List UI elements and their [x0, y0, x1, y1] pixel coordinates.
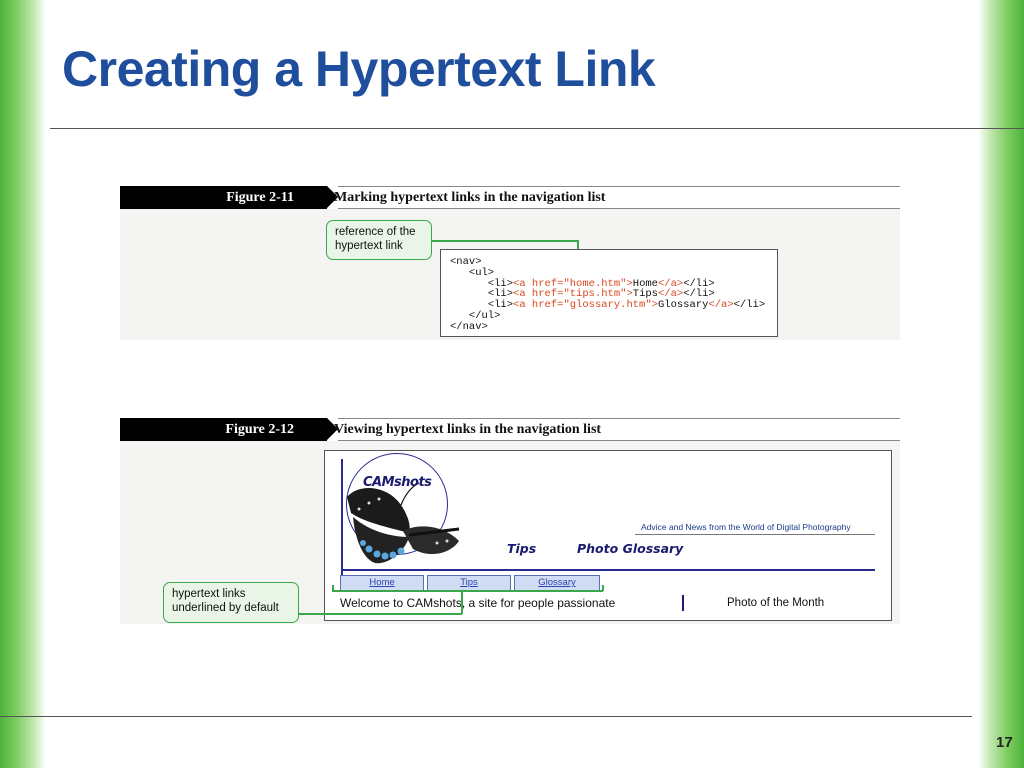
- figure-number-arrow: [327, 418, 338, 440]
- website-screenshot: CAMshots Advice and News from the World …: [324, 450, 892, 621]
- caption-rule: [338, 208, 900, 209]
- figure-caption: Viewing hypertext links in the navigatio…: [334, 422, 602, 437]
- right-green-bar: [978, 0, 1024, 768]
- code-line: <li><a href="glossary.htm">Glossary</a><…: [487, 299, 766, 312]
- nav-link-tips[interactable]: Tips: [427, 575, 511, 591]
- code-sample: <nav> <ul> <li><a href="home.htm">Home</…: [440, 249, 778, 337]
- slide-title: Creating a Hypertext Link: [62, 41, 656, 97]
- caption-top-rule: [338, 418, 900, 419]
- nav-link-glossary[interactable]: Glossary: [514, 575, 600, 591]
- code-line: <li><a href="home.htm">Home</a></li>: [487, 277, 715, 290]
- welcome-text: Welcome to CAMshots, a site for people p…: [340, 596, 616, 610]
- code-line: </nav>: [450, 320, 488, 333]
- figure-number: Figure 2-11: [226, 190, 294, 205]
- links-bracket-left: [332, 585, 334, 591]
- figure-2-12: Figure 2-12 Viewing hypertext links in t…: [120, 418, 900, 624]
- site-tagline: Advice and News from the World of Digita…: [641, 522, 851, 532]
- callout-connector: [299, 613, 462, 615]
- page-number: 17: [996, 734, 1013, 751]
- links-bracket-right: [602, 585, 604, 591]
- callout-connector: [432, 240, 578, 242]
- caption-top-rule: [338, 186, 900, 187]
- site-nav-tips[interactable]: Tips: [507, 541, 537, 556]
- tagline-rule: [635, 534, 875, 535]
- figure-caption: Marking hypertext links in the navigatio…: [334, 190, 606, 205]
- site-horizontal-rule: [341, 569, 875, 571]
- figure-number-block: [120, 186, 327, 209]
- butterfly-icon: [347, 482, 460, 564]
- figure-number-block: [120, 418, 327, 441]
- callout-link-reference: reference of the hypertext link: [326, 220, 432, 260]
- code-line: <nav>: [450, 256, 482, 268]
- figure-number: Figure 2-12: [225, 422, 294, 437]
- callout-connector-up: [461, 590, 463, 614]
- nav-link-home[interactable]: Home: [340, 575, 424, 591]
- content-divider: [682, 595, 684, 611]
- title-divider: [50, 128, 1024, 129]
- code-line: <ul>: [468, 266, 495, 279]
- code-line: </ul>: [468, 309, 501, 322]
- callout-underlined-links: hypertext links underlined by default: [163, 582, 299, 623]
- site-vertical-rule: [341, 459, 343, 583]
- photo-of-the-month-heading: Photo of the Month: [727, 597, 825, 609]
- caption-rule: [338, 440, 900, 441]
- site-logo: CAMshots: [363, 475, 432, 490]
- figure-header: Figure 2-12 Viewing hypertext links in t…: [120, 418, 900, 441]
- figure-header: Figure 2-11 Marking hypertext links in t…: [120, 186, 900, 209]
- site-nav-photo-glossary[interactable]: Photo Glossary: [577, 541, 684, 556]
- figure-2-11: Figure 2-11 Marking hypertext links in t…: [120, 186, 900, 340]
- figure-number-arrow: [327, 186, 338, 208]
- footer-divider: [0, 716, 972, 717]
- code-line: <li><a href="tips.htm">Tips</a></li>: [487, 288, 715, 301]
- left-green-bar: [0, 0, 46, 768]
- links-bracket: [332, 590, 603, 592]
